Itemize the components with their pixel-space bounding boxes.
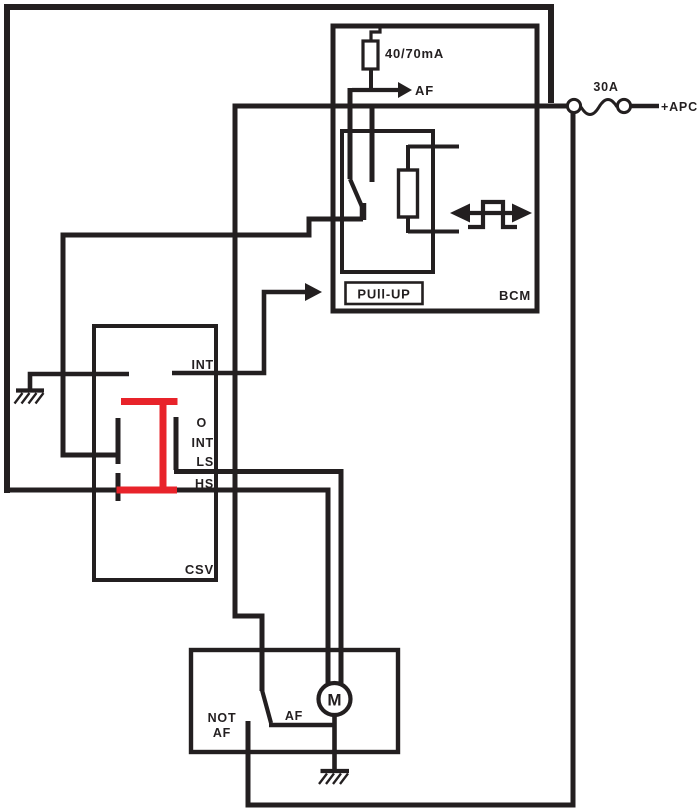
- apc-supply-label: +APC: [661, 100, 697, 114]
- park-switch-lever: [259, 689, 274, 724]
- park-af-label: AF: [285, 709, 303, 723]
- wire-hs-to-motor: [176, 487, 331, 688]
- pulse-right-arrow-head: [512, 203, 532, 223]
- af-arrow-head: [398, 82, 412, 98]
- sense-resistor-icon: [396, 144, 459, 234]
- pulse-left-arrow-head: [450, 203, 470, 223]
- wire-top-loop: [4, 4, 554, 493]
- power-supply-section: 30A +APC: [4, 4, 697, 808]
- bcm-inner-box: [340, 129, 435, 274]
- ground-hatches: [13, 392, 45, 405]
- pulse-square-wave: [468, 199, 517, 230]
- park-not-af-label-line2: AF: [213, 726, 231, 740]
- wire-fuse-to-park-switch: [232, 103, 567, 691]
- resistor-body: [361, 39, 380, 71]
- fuse-wave: [579, 98, 619, 116]
- pullup-label-box: [344, 281, 424, 306]
- wire-ls-to-motor: [174, 469, 344, 688]
- csv-pin-ls: LS: [196, 455, 214, 469]
- motor-icon: M: [316, 680, 353, 718]
- fuse-rating-label: 30A: [593, 80, 618, 94]
- wire-supply-return: [245, 112, 576, 808]
- motor-circle: [316, 680, 353, 718]
- sense-resistor-body: [396, 168, 420, 219]
- bcm-box: [330, 23, 540, 314]
- wire-csv-to-bcm-switch: [60, 216, 363, 458]
- pulse-signal-icon: [450, 199, 532, 230]
- ground-icon-motor: [318, 768, 349, 785]
- bcm-module: 40/70mA AF: [60, 23, 540, 458]
- int-arrow-icon: [172, 283, 322, 376]
- ground-hatches: [318, 772, 349, 785]
- csv-module: INT O INT LS HS CSV: [13, 283, 344, 688]
- int-arrow-head: [305, 283, 322, 301]
- park-not-af-label-line1: NOT: [208, 711, 237, 725]
- resistor-rating-label: 40/70mA: [385, 46, 444, 61]
- fuse-terminal-left: [565, 97, 583, 115]
- fuse-terminal-right: [615, 97, 633, 115]
- ground-icon-left: [13, 388, 45, 405]
- resistor-top-hook: [369, 26, 382, 41]
- af-signal-label: AF: [415, 83, 434, 98]
- csv-pin-o: O: [196, 416, 207, 430]
- wiper-motor-module: NOT AF AF M: [188, 647, 401, 785]
- pullup-label: PUll-UP: [357, 287, 410, 302]
- af-arrow-icon: [352, 82, 412, 98]
- bcm-module-label: BCM: [499, 288, 531, 303]
- csv-pin-int: INT: [191, 436, 214, 450]
- csv-pin-hs: HS: [195, 477, 214, 491]
- wire-int-to-bcm: [172, 289, 306, 376]
- motor-box: [188, 647, 401, 755]
- fuse-icon: [565, 97, 633, 116]
- pullup-resistor-icon: [361, 26, 382, 90]
- wire-int-ground-stub: [27, 371, 129, 389]
- csv-module-label: CSV: [185, 562, 214, 577]
- csv-box: [92, 324, 218, 582]
- park-switch-icon: [259, 689, 334, 728]
- csv-pin-int-top: INT: [191, 358, 214, 372]
- csv-position-selector: [116, 398, 178, 494]
- bcm-switch-icon: [347, 88, 375, 220]
- motor-symbol-label: M: [327, 691, 341, 710]
